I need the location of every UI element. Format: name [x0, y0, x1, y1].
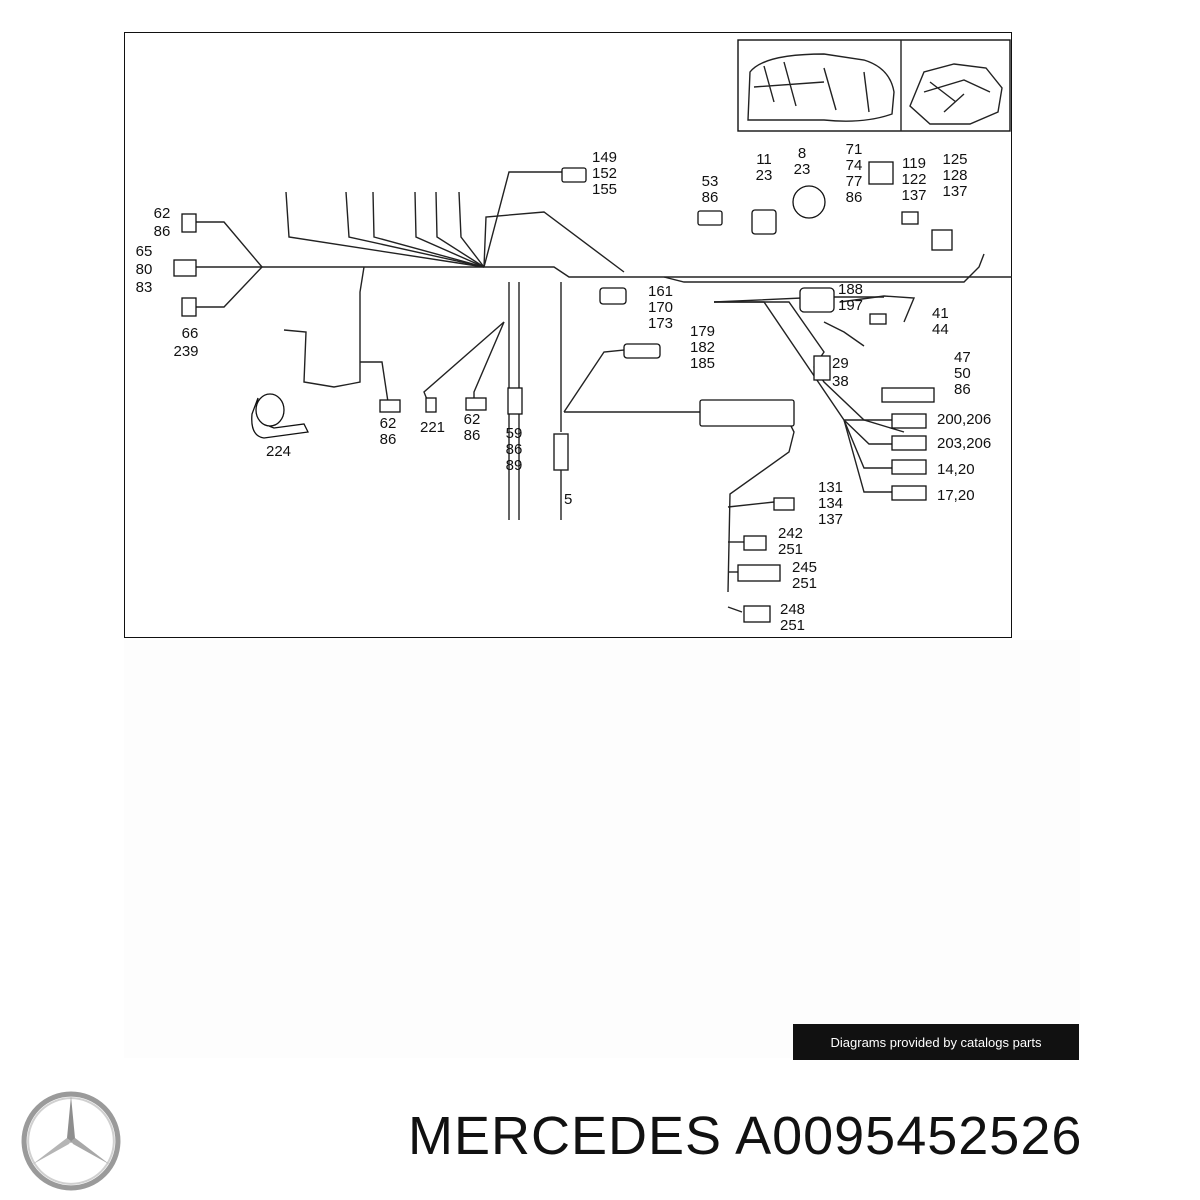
connector-179: [623, 343, 661, 359]
connector-200: [891, 413, 927, 429]
main-harness-trunk: [262, 266, 1012, 278]
connector-59: [507, 387, 523, 415]
ground-strap-branch: [283, 266, 365, 388]
connector-14: [891, 459, 927, 475]
diagram-placeholder-area: [124, 640, 1080, 1058]
callout-221: 221: [420, 419, 445, 436]
connector-149: [561, 167, 587, 183]
connector-221: [425, 397, 437, 413]
diagram-credit-text: Diagrams provided by catalogs parts: [830, 1034, 1042, 1050]
callout-224: 224: [266, 443, 291, 460]
connector-62b: [379, 399, 401, 413]
wiring-diagram-frame: [124, 32, 1012, 638]
connector-119: [901, 211, 919, 225]
connector-248: [743, 605, 771, 623]
engine-thumbnail: [909, 63, 1003, 125]
callout-5: 5: [564, 491, 572, 508]
connector-41: [869, 313, 887, 325]
connector-62c: [465, 397, 487, 411]
inset-thumbnails: [737, 39, 1011, 132]
connector-62a: [181, 213, 197, 233]
connector-203: [891, 435, 927, 451]
connector-29: [813, 355, 831, 381]
control-module: [699, 399, 795, 427]
connector-47: [881, 387, 935, 403]
connector-131: [773, 497, 795, 511]
connector-53: [697, 210, 723, 226]
callout-203: 203,206: [937, 435, 991, 452]
callout-14: 14,20: [937, 461, 975, 478]
connector-66: [181, 297, 197, 317]
connector-242: [743, 535, 767, 551]
callout-200: 200,206: [937, 411, 991, 428]
connector-125: [931, 229, 953, 251]
connector-17: [891, 485, 927, 501]
branch-66-239: [194, 266, 263, 308]
connector-161: [599, 287, 627, 305]
callout-17: 17,20: [937, 487, 975, 504]
branch-62-86: [194, 221, 263, 268]
connector-245: [737, 564, 781, 582]
mercedes-star-logo-icon: [21, 1091, 121, 1191]
connector-11: [751, 209, 777, 235]
connector-188: [799, 287, 835, 313]
car-outline-thumbnail: [747, 53, 895, 122]
connector-8: [792, 185, 826, 219]
connector-65: [173, 259, 197, 277]
connector-71: [868, 161, 894, 185]
page-title: MERCEDES A0095452526: [408, 1106, 1083, 1166]
diagram-credit-badge: Diagrams provided by catalogs parts: [793, 1024, 1079, 1060]
